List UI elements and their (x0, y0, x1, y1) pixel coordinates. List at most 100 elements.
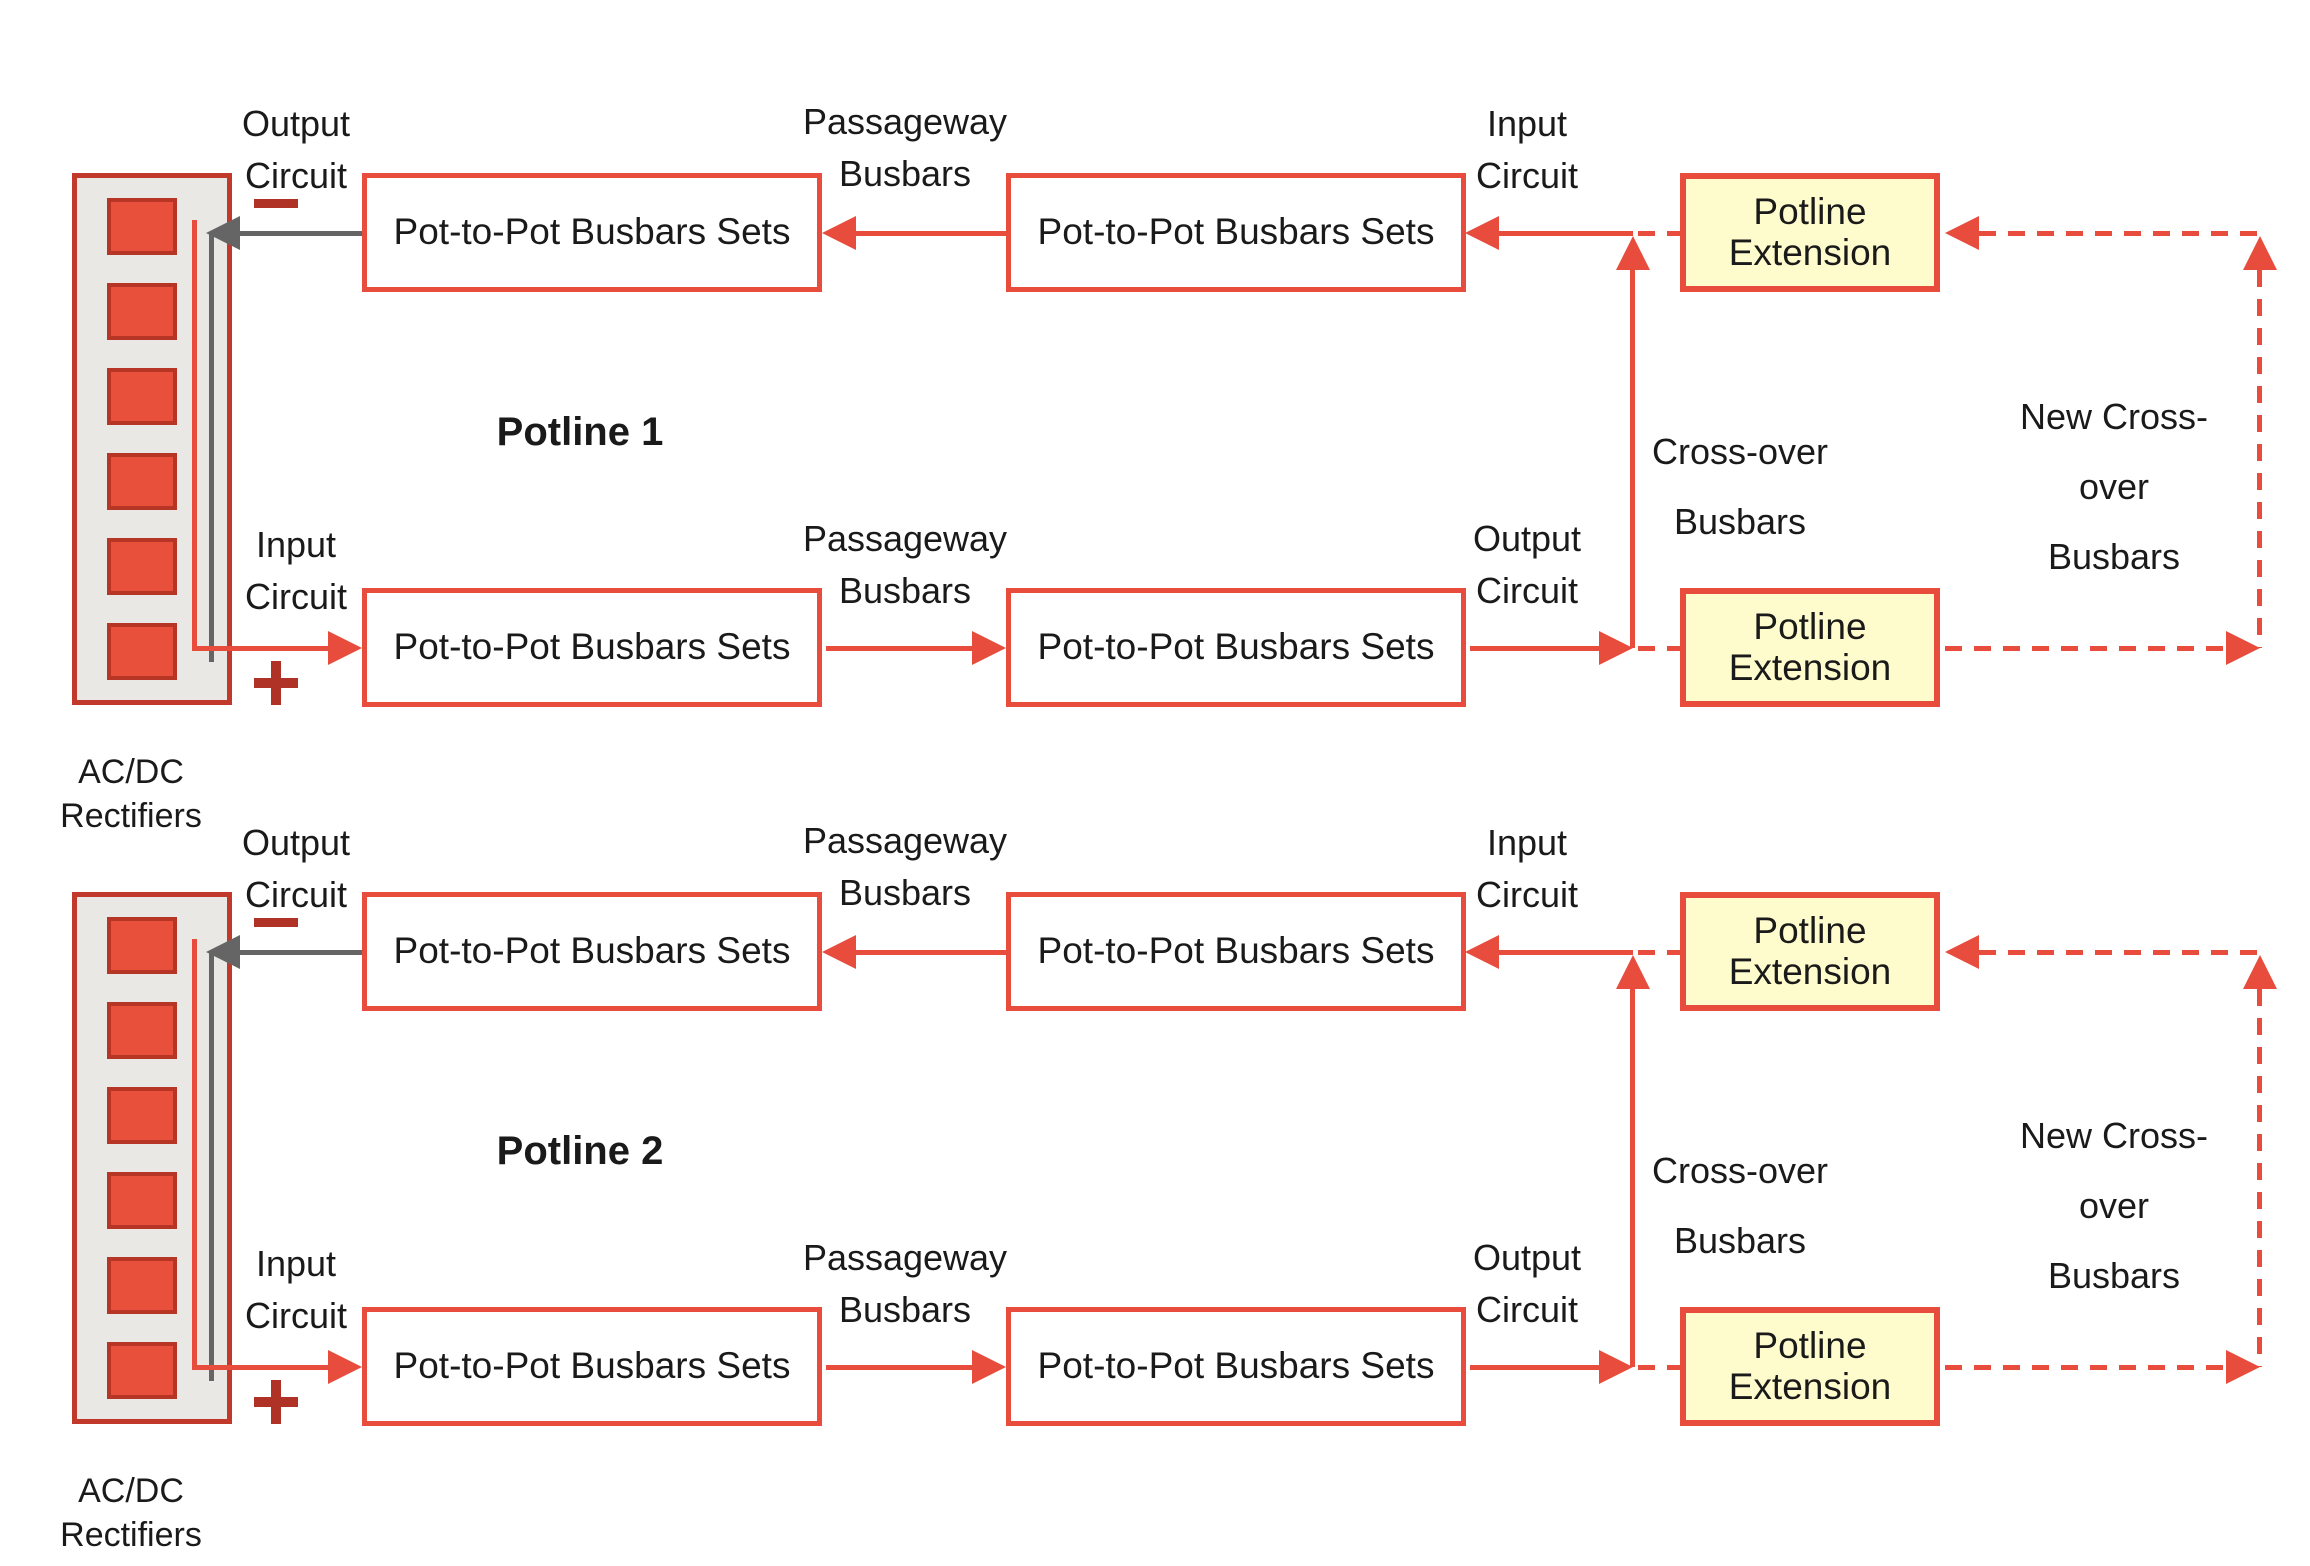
passageway-bottom-line (826, 1365, 972, 1370)
new-crossover-bottom-dashed-line (1945, 1365, 2226, 1370)
extension-top-dashed-link (1638, 950, 1680, 955)
input-circuit-right-label: Input Circuit (1475, 103, 1579, 196)
passageway-top-arrowhead (822, 216, 856, 250)
new-crossover-bottom-arrowhead (2226, 631, 2260, 665)
input-circuit-label: Input Circuit (244, 1243, 348, 1336)
rectifier-unit (107, 1087, 177, 1144)
passageway-bottom-line (826, 646, 972, 651)
rectifier-unit (107, 283, 177, 340)
output-circuit-right-label: Output Circuit (1472, 1237, 1582, 1330)
box-label: Pot-to-Pot Busbars Sets (393, 1345, 791, 1387)
acdc-rectifier-box (72, 892, 232, 1424)
rectifier-unit (107, 1172, 177, 1229)
passageway-busbars-bottom-label: Passageway Busbars (802, 1237, 1008, 1330)
plus-polarity-symbol (254, 661, 298, 705)
input-circuit-right-arrowhead (1465, 216, 1499, 250)
passageway-top-arrowhead (822, 935, 856, 969)
box-label: Pot-to-Pot Busbars Sets (1037, 930, 1435, 972)
potline-title: Potline 1 (496, 410, 664, 454)
new-crossover-up-arrowhead (2243, 236, 2277, 270)
input-circuit-line (192, 646, 328, 651)
output-circuit-label: Output Circuit (241, 103, 351, 196)
output-circuit-arrowhead (206, 935, 240, 969)
acdc-rectifier-box (72, 173, 232, 705)
crossover-busbars-label: Cross-over Busbars (1651, 431, 1829, 542)
output-circuit-label: Output Circuit (241, 822, 351, 915)
input-circuit-label: Input Circuit (244, 524, 348, 617)
crossover-up-arrowhead (1616, 236, 1650, 270)
passageway-busbars-top-label: Passageway Busbars (802, 101, 1008, 194)
rectifier-unit (107, 538, 177, 595)
potline-extension-box: Potline Extension (1680, 173, 1940, 292)
output-circuit-arrowhead (206, 216, 240, 250)
potline-extension-box: Potline Extension (1680, 892, 1940, 1011)
pot-to-pot-busbars-box: Pot-to-Pot Busbars Sets (1006, 1307, 1466, 1426)
minus-polarity-symbol (254, 199, 298, 208)
passageway-top-line (856, 231, 1006, 236)
rectifier-unit (107, 453, 177, 510)
new-crossover-up-arrowhead (2243, 955, 2277, 989)
box-label: Pot-to-Pot Busbars Sets (393, 930, 791, 972)
pot-to-pot-busbars-box: Pot-to-Pot Busbars Sets (362, 1307, 822, 1426)
box-label: Potline Extension (1728, 190, 1892, 273)
box-label: Potline Extension (1728, 909, 1892, 992)
input-circuit-right-arrowhead (1465, 935, 1499, 969)
new-crossover-busbars-label: New Cross-over Busbars (2019, 396, 2208, 577)
box-label: Potline Extension (1728, 1324, 1892, 1407)
pot-to-pot-busbars-box: Pot-to-Pot Busbars Sets (362, 892, 822, 1011)
potline-extension-box: Potline Extension (1680, 588, 1940, 707)
output-circuit-right-arrowhead (1599, 1350, 1633, 1384)
plus-polarity-symbol (254, 1380, 298, 1424)
passageway-bottom-arrowhead (972, 631, 1006, 665)
input-circuit-line (192, 1365, 328, 1370)
box-label: Pot-to-Pot Busbars Sets (1037, 211, 1435, 253)
rectifier-unit (107, 623, 177, 680)
crossover-busbars-label: Cross-over Busbars (1651, 1150, 1829, 1261)
new-crossover-top-dashed-line (1979, 950, 2260, 955)
output-circuit-right-line (1470, 1365, 1599, 1370)
output-circuit-line (240, 231, 362, 236)
output-circuit-line (240, 950, 362, 955)
output-circuit-right-label: Output Circuit (1472, 518, 1582, 611)
rectifier-positive-feed-line (192, 939, 197, 1370)
rectifier-negative-return-line (209, 234, 214, 662)
output-circuit-right-line (1470, 646, 1599, 651)
rectifier-unit (107, 198, 177, 255)
pot-to-pot-busbars-box: Pot-to-Pot Busbars Sets (362, 173, 822, 292)
extension-bottom-dashed-link (1638, 646, 1680, 651)
crossover-up-arrowhead (1616, 955, 1650, 989)
extension-top-arrowhead (1945, 935, 1979, 969)
input-circuit-arrowhead (328, 631, 362, 665)
rectifier-unit (107, 917, 177, 974)
new-crossover-bottom-dashed-line (1945, 646, 2226, 651)
passageway-top-line (856, 950, 1006, 955)
box-label: Pot-to-Pot Busbars Sets (1037, 626, 1435, 668)
crossover-busbars-line (1630, 989, 1635, 1367)
passageway-bottom-arrowhead (972, 1350, 1006, 1384)
rectifier-positive-feed-line (192, 220, 197, 651)
potline-extension-box: Potline Extension (1680, 1307, 1940, 1426)
passageway-busbars-top-label: Passageway Busbars (802, 820, 1008, 913)
output-circuit-right-arrowhead (1599, 631, 1633, 665)
extension-bottom-dashed-link (1638, 1365, 1680, 1370)
box-label: Potline Extension (1728, 605, 1892, 688)
new-crossover-busbars-line (2257, 270, 2262, 648)
rectifier-negative-return-line (209, 953, 214, 1381)
acdc-rectifiers-label: AC/DC Rectifiers (60, 753, 202, 835)
passageway-busbars-bottom-label: Passageway Busbars (802, 518, 1008, 611)
pot-to-pot-busbars-box: Pot-to-Pot Busbars Sets (1006, 173, 1466, 292)
pot-to-pot-busbars-box: Pot-to-Pot Busbars Sets (1006, 892, 1466, 1011)
pot-to-pot-busbars-box: Pot-to-Pot Busbars Sets (1006, 588, 1466, 707)
input-circuit-right-label: Input Circuit (1475, 822, 1579, 915)
box-label: Pot-to-Pot Busbars Sets (393, 211, 791, 253)
acdc-rectifiers-label: AC/DC Rectifiers (60, 1472, 202, 1554)
box-label: Pot-to-Pot Busbars Sets (1037, 1345, 1435, 1387)
rectifier-unit (107, 1342, 177, 1399)
pot-to-pot-busbars-box: Pot-to-Pot Busbars Sets (362, 588, 822, 707)
extension-top-arrowhead (1945, 216, 1979, 250)
box-label: Pot-to-Pot Busbars Sets (393, 626, 791, 668)
potline-title: Potline 2 (496, 1129, 664, 1173)
new-crossover-busbars-label: New Cross-over Busbars (2019, 1115, 2208, 1296)
rectifier-unit (107, 1002, 177, 1059)
